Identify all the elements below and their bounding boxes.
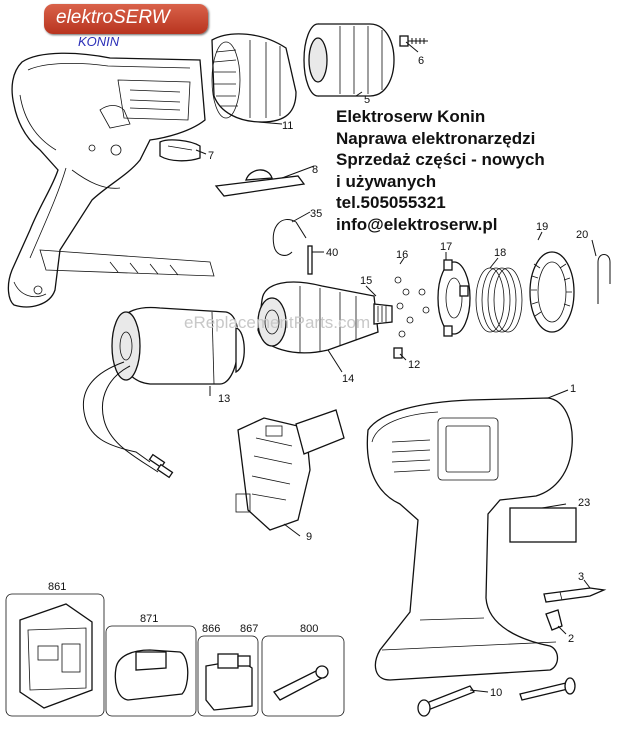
ring-plate-17	[437, 259, 471, 337]
part-label-18: 18	[494, 247, 506, 259]
part-label-861: 861	[48, 581, 66, 593]
accessory-871-charger	[105, 625, 197, 717]
pin-40	[307, 245, 313, 275]
part-label-12: 12	[408, 359, 420, 371]
shop-phone: tel.505055321	[336, 193, 446, 212]
accessory-800-light	[261, 635, 345, 717]
part-number-labels: 6 5 11 7 8 35 40 16 17 18 19 20 15 12 14…	[48, 55, 590, 699]
part-label-5: 5	[364, 94, 370, 106]
elektroserw-logo: elektroSERW	[44, 4, 208, 34]
trigger-switch-9	[235, 409, 345, 531]
screw-6	[399, 35, 428, 47]
bit-holder-2	[545, 609, 563, 631]
part-label-23: 23	[578, 497, 590, 509]
forward-reverse-button-7	[159, 139, 201, 162]
part-label-9: 9	[306, 531, 312, 543]
part-label-35: 35	[310, 208, 322, 220]
logo-brand-text: elektroSERW	[56, 7, 170, 28]
accessory-866-battery	[197, 635, 259, 717]
screwdriver-bit-3	[543, 587, 607, 603]
adjusting-ring-19	[529, 251, 575, 333]
gear-ring-11	[211, 33, 297, 123]
shop-info-block: Elektroserw Konin Naprawa elektronarzędz…	[336, 106, 545, 235]
accessory-867-cap	[237, 655, 251, 667]
part-label-14: 14	[342, 373, 354, 385]
part-label-7: 7	[208, 150, 214, 162]
part-label-10: 10	[490, 687, 502, 699]
part-label-1: 1	[570, 383, 576, 395]
shop-name: Elektroserw Konin	[336, 107, 486, 126]
part-label-6: 6	[418, 55, 424, 67]
part-label-8: 8	[312, 164, 318, 176]
part-label-2: 2	[568, 633, 574, 645]
part-label-20: 20	[576, 229, 588, 241]
screws-10	[417, 677, 576, 717]
spring-18	[475, 267, 523, 333]
accessory-861-case	[5, 593, 105, 717]
spring-clip-35	[272, 219, 307, 256]
shop-sales: Sprzedaż części - nowych	[336, 150, 545, 169]
housing-left-half	[7, 52, 215, 308]
bracket-8	[214, 169, 306, 197]
label-23	[509, 507, 577, 543]
part-label-13: 13	[218, 393, 230, 405]
part-label-40: 40	[326, 247, 338, 259]
part-label-800: 800	[300, 623, 318, 635]
housing-right-half-1	[366, 397, 573, 681]
clutch-collar-5	[303, 23, 395, 97]
part-label-871: 871	[140, 613, 158, 625]
part-label-866: 866	[202, 623, 220, 635]
ball-bearings-16	[394, 276, 430, 338]
logo-city-text: KONIN	[78, 34, 120, 49]
part-label-17: 17	[440, 241, 452, 253]
wire-clip-20	[597, 254, 611, 304]
part-label-19: 19	[536, 221, 548, 233]
shop-email: info@elektroserw.pl	[336, 214, 498, 234]
shop-sales-cont: i używanych	[336, 171, 437, 191]
gearbox-14	[257, 281, 393, 354]
part-label-11: 11	[282, 120, 293, 132]
motor-13	[82, 306, 245, 479]
shop-service: Naprawa elektronarzędzi	[336, 128, 536, 148]
watermark-text: eReplacementParts.com	[184, 313, 371, 332]
part-label-15: 15	[360, 275, 372, 287]
set-screw-12	[393, 347, 403, 359]
part-label-867: 867	[240, 623, 258, 635]
part-label-3: 3	[578, 571, 584, 583]
leader-lines	[195, 41, 597, 693]
part-label-16: 16	[396, 249, 408, 261]
